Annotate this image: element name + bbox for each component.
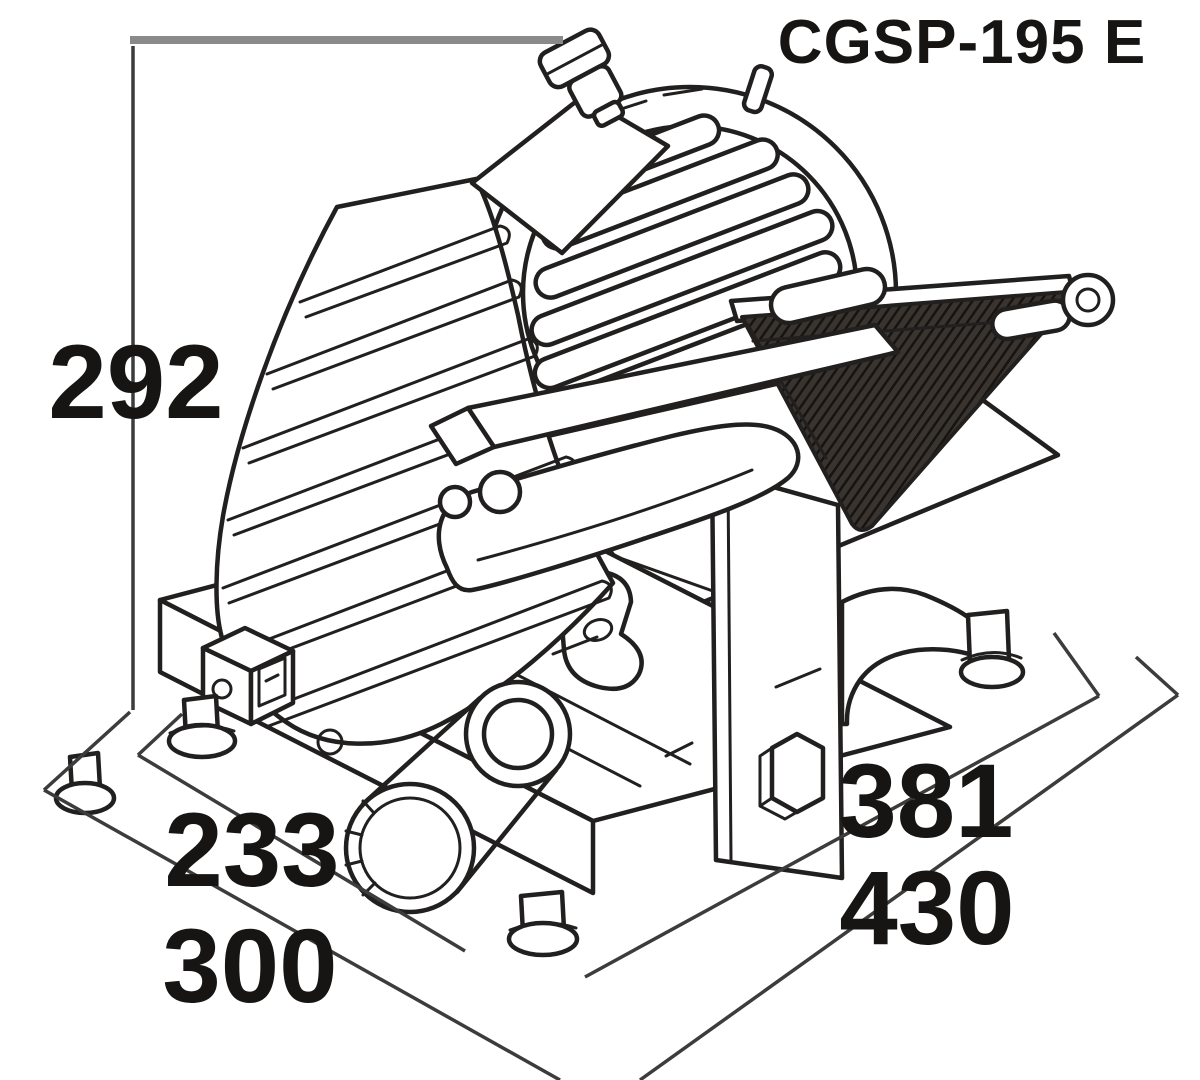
rear-leg: [839, 586, 1026, 727]
width-inner-line: [584, 631, 1101, 979]
thickness-knob: [343, 679, 573, 915]
top-cover: [469, 93, 671, 256]
carriage-arm: [428, 322, 901, 467]
labels: CGSP-195 E 292 233 300 381 430: [48, 8, 1146, 1025]
tray-thumbscrew: [990, 272, 1116, 342]
dim-height-label: 292: [48, 324, 223, 441]
depth-inner-line: [136, 712, 466, 953]
ring-peg: [741, 64, 775, 115]
switch-indicator: [211, 678, 233, 700]
base-hole: [316, 728, 344, 756]
model-title: CGSP-195 E: [778, 8, 1146, 77]
dim-width-inner-label: 381: [838, 743, 1013, 860]
sharpener: [537, 27, 626, 129]
handle-bump: [477, 469, 523, 515]
rear-column: [709, 467, 845, 881]
carriage-rail-end: [768, 266, 888, 326]
hex-bolt: [758, 731, 826, 821]
hidden-floor-dashes: [551, 635, 822, 758]
machine-drawing: [53, 27, 1116, 958]
depth-outer-line: [42, 710, 561, 1080]
dim-depth-outer-label: 300: [162, 908, 337, 1025]
suction-foot-corner: [53, 750, 117, 816]
dim-width-outer-label: 430: [839, 850, 1014, 967]
power-switch: [200, 625, 296, 727]
handle-bump: [437, 484, 473, 520]
rear-suction-foot: [958, 654, 1026, 690]
dimension-lines: [42, 36, 1180, 1080]
arm-tab: [428, 405, 497, 467]
carriage-handle: [436, 422, 801, 593]
width-outer-line: [638, 655, 1180, 1080]
suction-foot-front-center: [506, 889, 580, 958]
top-reference-bar: [130, 36, 563, 44]
suction-foot-front-left: [166, 693, 238, 760]
dim-depth-inner-label: 233: [164, 792, 339, 909]
knob-flutes: [344, 799, 377, 897]
